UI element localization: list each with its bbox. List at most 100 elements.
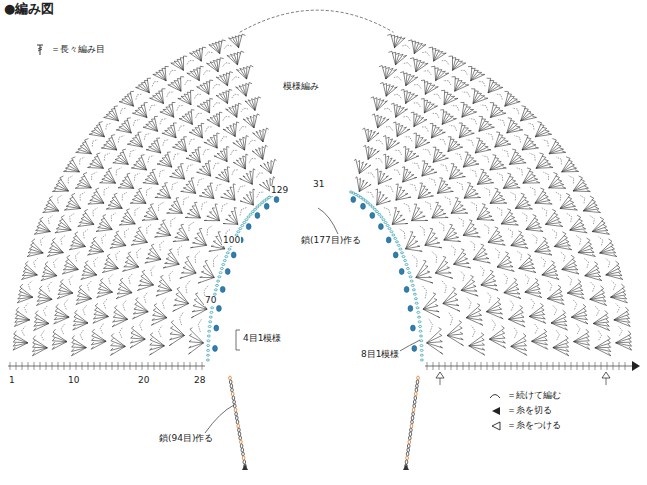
stitch-top xyxy=(23,269,26,272)
stitch-top xyxy=(135,134,139,136)
stitch-top xyxy=(478,309,481,311)
chain-loop xyxy=(64,300,68,310)
stitch-top xyxy=(259,184,261,185)
stitch-top xyxy=(114,193,117,194)
stitch-top xyxy=(59,288,62,291)
stitch-top xyxy=(51,242,54,244)
stitch-top xyxy=(159,280,162,282)
stitch-top xyxy=(255,98,258,99)
stitch-top xyxy=(120,152,124,154)
stitch-top xyxy=(62,272,65,274)
stitch-top xyxy=(136,231,139,232)
stitch-top xyxy=(513,220,516,221)
stitch-top xyxy=(472,280,475,282)
stitch-top xyxy=(447,267,450,268)
stitch-fan xyxy=(189,343,204,348)
stitch-top xyxy=(259,148,261,149)
stitch-top xyxy=(414,204,417,205)
chain-loop xyxy=(186,281,190,293)
stitch-fan xyxy=(252,99,255,111)
stitch-top xyxy=(480,318,483,320)
stitch-top xyxy=(383,154,385,155)
stitch-fan xyxy=(199,49,201,62)
stitch-fan xyxy=(203,102,209,113)
stitch-top xyxy=(82,273,85,275)
stitch-top xyxy=(148,253,151,254)
stitch-fan xyxy=(412,212,423,221)
stitch-top xyxy=(72,193,75,195)
stitch-top xyxy=(207,186,210,187)
stitch-top xyxy=(60,176,64,178)
stitch-fan xyxy=(519,269,536,273)
stitch-top xyxy=(227,146,230,148)
chain-loop xyxy=(241,108,248,112)
stitch-top xyxy=(454,293,457,294)
stitch-top xyxy=(425,163,428,164)
stitch-top xyxy=(111,243,114,245)
stitch-fan xyxy=(60,282,73,293)
stitch-top xyxy=(141,82,145,83)
stitch-top xyxy=(218,231,221,232)
stitch-fan xyxy=(42,275,57,277)
chain-loop xyxy=(449,312,453,325)
chain-loop xyxy=(224,45,232,49)
stitch-fan xyxy=(406,249,423,251)
chain-loop xyxy=(171,218,176,227)
stitch-top xyxy=(151,203,154,205)
chain-loop xyxy=(159,202,164,211)
stitch-top xyxy=(203,83,206,85)
stitch-fan xyxy=(199,66,201,80)
stitch-top xyxy=(145,178,148,180)
stitch-fan xyxy=(190,245,206,248)
stitch-top xyxy=(355,177,357,178)
stitch-top xyxy=(182,116,185,117)
stitch-fan xyxy=(36,299,52,305)
stitch-fan xyxy=(187,257,197,273)
stitch-top xyxy=(250,116,253,117)
stitch-top xyxy=(434,299,437,300)
stitch-top xyxy=(35,315,38,318)
stitch-top xyxy=(161,223,164,225)
stitch-fan xyxy=(238,51,242,65)
stitch-top xyxy=(191,177,194,178)
stitch-top xyxy=(211,245,214,246)
stitch-top xyxy=(405,169,408,171)
stitch-top xyxy=(140,279,143,281)
stitch-top xyxy=(93,321,96,324)
stitch-fan xyxy=(486,312,503,319)
chain-loop xyxy=(531,299,535,309)
stitch-top xyxy=(121,220,124,221)
stitch-top xyxy=(197,105,200,106)
stitch-top xyxy=(70,197,73,199)
stitch-fan xyxy=(243,67,246,79)
stitch-top xyxy=(217,153,220,155)
stitch-top xyxy=(92,329,95,332)
stitch-top xyxy=(170,249,173,250)
stitch-top xyxy=(246,154,248,155)
stitch-top xyxy=(445,158,448,159)
stitch-top xyxy=(440,340,443,342)
stitch-top xyxy=(179,118,182,119)
chain-loop xyxy=(429,318,433,332)
stitch-fan xyxy=(435,257,445,273)
stitch-top xyxy=(495,289,498,291)
stitch-top xyxy=(171,326,174,328)
stitch-fan xyxy=(212,208,219,221)
chain-loop xyxy=(367,173,375,178)
chain-loop xyxy=(144,133,150,139)
stitch-top xyxy=(141,105,145,106)
stitch-top xyxy=(73,323,76,326)
stitch-top xyxy=(482,343,485,345)
chain-loop xyxy=(129,273,133,284)
stitch-fan xyxy=(444,225,453,240)
stitch-top xyxy=(502,336,505,338)
stitch-top xyxy=(111,343,114,346)
stitch-top xyxy=(445,262,448,263)
stitch-top xyxy=(252,151,254,152)
stitch-fan xyxy=(263,145,266,159)
stitch-top xyxy=(267,162,269,163)
stitch-fan xyxy=(511,336,526,346)
stitch-top xyxy=(132,326,135,328)
stitch-top xyxy=(162,88,166,89)
stitch-top xyxy=(460,326,463,328)
